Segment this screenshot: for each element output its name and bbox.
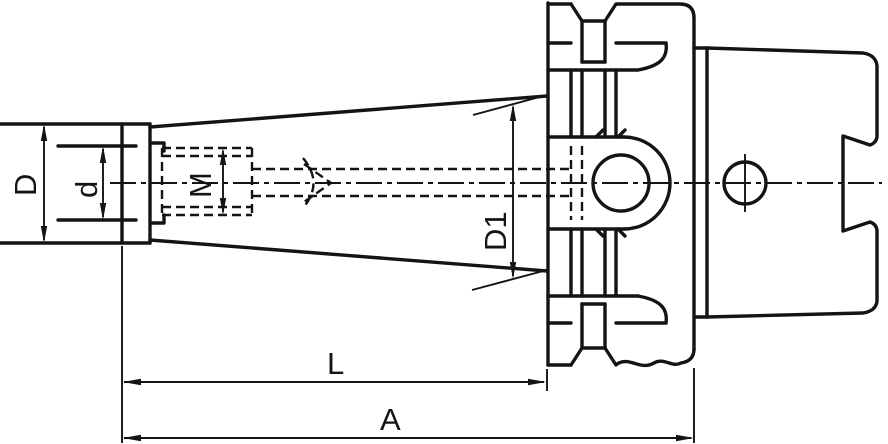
dimension-M: M	[183, 148, 227, 215]
dim-label-D: D	[8, 174, 43, 196]
dimension-L: L	[123, 346, 546, 386]
hsk-shank-outline	[692, 46, 879, 319]
drive-slot-boss	[546, 128, 672, 238]
dimension-D: D	[8, 124, 48, 243]
dimension-extension-lines	[121, 94, 695, 443]
dimension-A: A	[123, 402, 694, 442]
dim-label-M: M	[183, 172, 218, 198]
taper-cone-outline	[148, 94, 549, 273]
hidden-thread-lines	[160, 146, 584, 220]
dimension-D1: D1	[478, 104, 517, 279]
body-and-collar-outline	[0, 122, 166, 245]
dim-label-A: A	[380, 402, 401, 437]
flange-outline	[546, 1, 696, 368]
dimension-d: d	[69, 146, 107, 220]
dim-label-L: L	[327, 346, 344, 381]
drive-hole-circle	[591, 153, 651, 213]
dim-label-d: d	[69, 181, 104, 198]
dim-label-D1: D1	[478, 211, 513, 251]
